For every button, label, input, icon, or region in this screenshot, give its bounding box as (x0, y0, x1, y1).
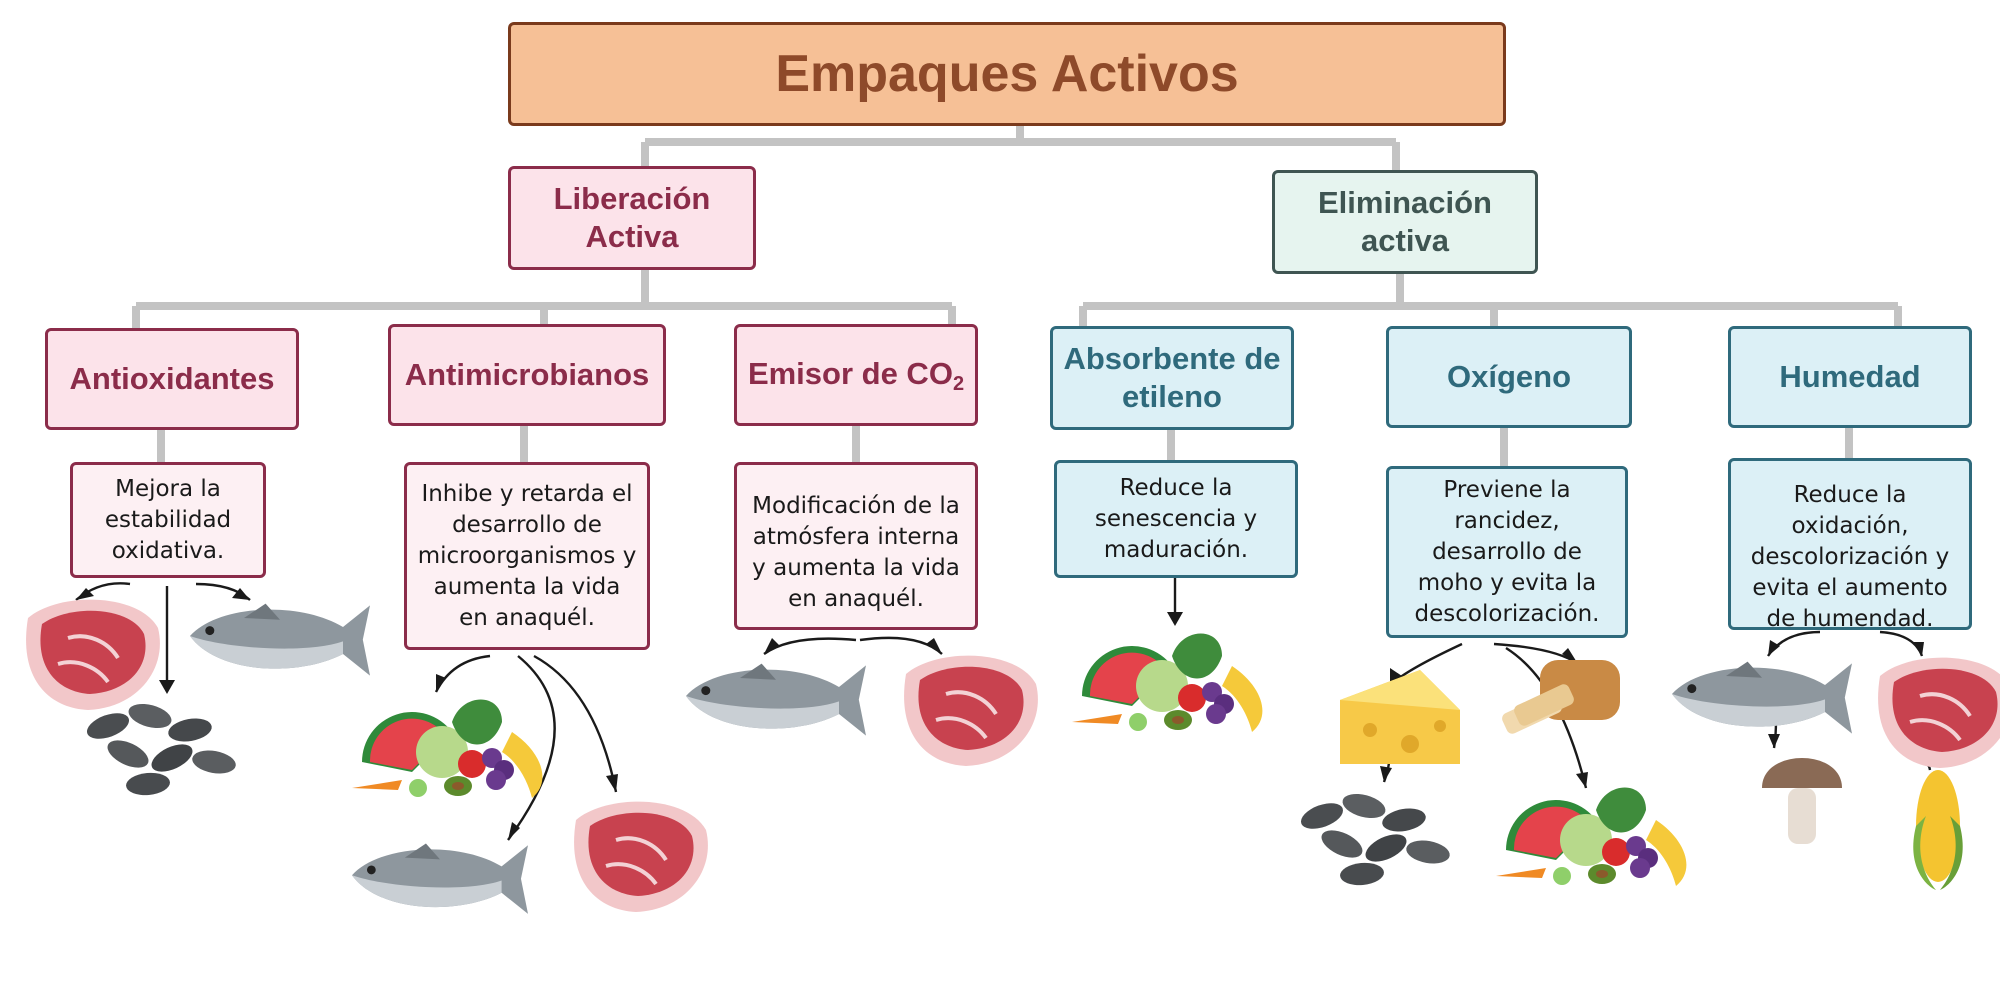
arrow-antimic-fish (507, 655, 556, 841)
desc-oxigeno: Previene la rancidez, desarrollo de moho… (1386, 466, 1628, 638)
node-antioxidantes: Antioxidantes (45, 328, 299, 430)
desc-absorbente-etileno: Reduce la senescencia y maduración. (1054, 460, 1298, 578)
bread-icon (1502, 660, 1620, 734)
fish-icon (352, 843, 528, 914)
produce-icon (1496, 787, 1687, 886)
desc-antimicrobianos: Inhibe y retarda el desarrollo de microo… (404, 462, 650, 650)
fish-icon (1672, 661, 1852, 734)
node-absorbente-etileno: Absorbente de etileno (1050, 326, 1294, 430)
node-oxigeno: Oxígeno (1386, 326, 1632, 428)
meat-icon (24, 597, 162, 712)
branch-liberacion-activa: Liberación Activa (508, 166, 756, 270)
meat-icon (1876, 655, 2000, 770)
desc-antioxidantes: Mejora la estabilidad oxidativa. (70, 462, 266, 578)
page-title: Empaques Activos (508, 22, 1506, 126)
node-humedad: Humedad (1728, 326, 1972, 428)
meat-icon (902, 653, 1040, 768)
cheese-icon (1340, 670, 1460, 764)
mushroom-icon (1762, 758, 1842, 844)
seeds-icon (83, 699, 238, 797)
corn-icon (1913, 770, 1963, 890)
produce-icon (1072, 633, 1263, 732)
meat-icon (572, 799, 710, 914)
node-antimicrobianos: Antimicrobianos (388, 324, 666, 426)
branch-eliminacion-activa: Eliminación activa (1272, 170, 1538, 274)
arrow-antimic-meat (533, 654, 618, 793)
fish-icon (190, 603, 370, 676)
desc-emisor-co2: Modificación de la atmósfera interna y a… (734, 462, 978, 630)
fish-icon (686, 663, 866, 736)
produce-icon (352, 699, 543, 798)
desc-humedad: Reduce la oxidación, descolorización y e… (1728, 458, 1972, 632)
node-emisor-label: Emisor de CO2 (747, 356, 965, 395)
seeds-icon (1297, 789, 1452, 887)
node-emisor-co2: Emisor de CO2 (734, 324, 978, 426)
